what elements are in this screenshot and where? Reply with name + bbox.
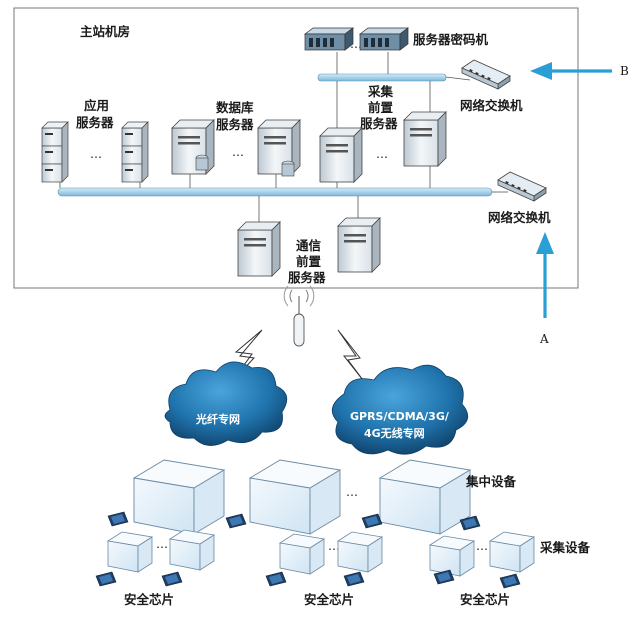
- svg-text:…: …: [328, 539, 340, 553]
- collector-6: [489, 531, 535, 573]
- comm-server-label-3: 服务器: [288, 270, 326, 285]
- comm-server-2: [337, 217, 381, 273]
- collector-5: [429, 535, 475, 577]
- secure-chip-icon: [225, 513, 247, 529]
- secure-chip-icon: [265, 571, 287, 587]
- comm-server-1: [237, 221, 281, 277]
- db-server-label-2: 服务器: [216, 117, 254, 132]
- network-switch-mid-label: 网络交换机: [488, 210, 551, 225]
- secure-chip-label-2: 安全芯片: [304, 592, 354, 607]
- svg-text:…: …: [346, 485, 358, 499]
- acq-server-label-3: 服务器: [360, 116, 398, 131]
- main-bus: [57, 187, 493, 197]
- wireless-network-label-1: GPRS/CDMA/3G/: [350, 410, 450, 423]
- collector-label: 采集设备: [539, 540, 591, 555]
- arrow-a-head: [536, 232, 554, 254]
- server-encryptor-2: [359, 27, 409, 51]
- app-server-label-2: 服务器: [76, 115, 114, 130]
- svg-text:…: …: [350, 37, 362, 51]
- server-encryptor-label: 服务器密码机: [413, 32, 489, 47]
- server-encryptor-1: [304, 27, 354, 51]
- network-switch-top-label: 网络交换机: [460, 98, 523, 113]
- acq-server-label-2: 前置: [368, 100, 394, 115]
- wireless-network-label-2: 4G无线专网: [364, 426, 425, 440]
- secure-chip-icon: [343, 571, 365, 587]
- collector-1: [107, 531, 153, 573]
- fiber-network-cloud: [164, 361, 288, 446]
- lightning-icon-right: [337, 329, 367, 385]
- comm-server-label-1: 通信: [296, 238, 322, 253]
- comm-server-label-2: 前置: [296, 254, 322, 269]
- secure-chip-icon: [433, 569, 455, 585]
- app-server-2: [121, 121, 149, 183]
- concentrator-3: [379, 459, 471, 535]
- acq-server-1: [319, 127, 363, 183]
- concentrator-1: [133, 459, 225, 535]
- concentrator-label: 集中设备: [465, 474, 517, 489]
- secure-chip-icon: [361, 513, 383, 529]
- secure-chip-icon: [161, 571, 183, 587]
- app-server-label-1: 应用: [84, 98, 109, 113]
- svg-text:…: …: [376, 147, 388, 161]
- fiber-network-label: 光纤专网: [195, 412, 240, 426]
- secure-chip-icon: [95, 571, 117, 587]
- app-server-1: [41, 121, 69, 183]
- arrow-b-label: B: [620, 64, 629, 78]
- svg-text:…: …: [232, 145, 244, 159]
- encryptor-bus: [317, 73, 447, 82]
- secure-chip-label-1: 安全芯片: [124, 592, 174, 607]
- secure-chip-icon: [107, 511, 129, 527]
- collector-4: [337, 531, 383, 573]
- collector-3: [279, 533, 325, 575]
- main-room-label: 主站机房: [80, 24, 130, 39]
- collector-2: [169, 529, 215, 571]
- db-server-label-1: 数据库: [215, 100, 254, 115]
- svg-text:…: …: [90, 147, 102, 161]
- secure-chip-icon: [499, 573, 521, 589]
- svg-text:…: …: [156, 537, 168, 551]
- concentrator-2: [249, 459, 341, 535]
- wireless-network-cloud: [331, 364, 469, 455]
- acq-server-label-1: 采集: [367, 84, 394, 99]
- arrow-a-label: A: [539, 332, 549, 346]
- svg-text:…: …: [476, 539, 488, 553]
- secure-chip-label-3: 安全芯片: [460, 592, 510, 607]
- antenna-icon: [283, 285, 315, 347]
- arrow-b-head: [530, 62, 552, 80]
- acq-server-2: [403, 111, 447, 167]
